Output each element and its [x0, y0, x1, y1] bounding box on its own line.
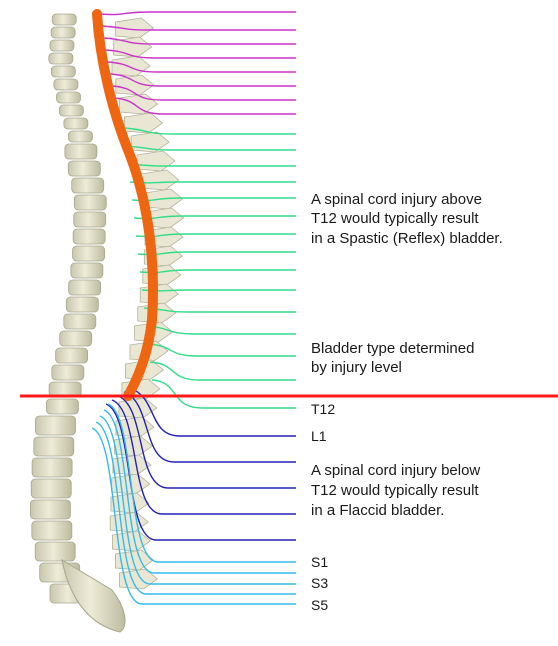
- thoracic-nerve-3: [130, 182, 296, 183]
- level-label-s3: S3: [311, 575, 328, 591]
- vertebra-29: [31, 479, 71, 498]
- vertebra-32: [35, 542, 75, 561]
- thoracic-nerve-13: [150, 362, 296, 380]
- level-label-s1: S1: [311, 554, 328, 570]
- vertebra-28: [32, 458, 72, 477]
- annotation-middle-line-2: by injury level: [311, 359, 402, 377]
- vertebra-11: [68, 161, 100, 176]
- annotation-below-line-2: T12 would typically result: [311, 482, 479, 500]
- vertebra-26: [35, 416, 75, 435]
- vertebra-3: [49, 53, 73, 64]
- vertebra-30: [30, 500, 70, 519]
- spinous-process-5: [124, 113, 162, 133]
- vertebra-4: [51, 66, 75, 77]
- vertebra-15: [73, 229, 105, 244]
- vertebra-5: [54, 79, 78, 90]
- spinous-process-7: [137, 151, 175, 171]
- vertebra-20: [64, 314, 96, 329]
- vertebra-2: [50, 40, 74, 51]
- vertebra-16: [73, 246, 105, 261]
- spinous-process-4: [120, 94, 158, 114]
- vertebra-9: [68, 131, 92, 142]
- vertebra-27: [34, 437, 74, 456]
- thoracic-nerve-12: [148, 344, 296, 356]
- vertebra-10: [65, 144, 97, 159]
- vertebra-17: [71, 263, 103, 278]
- annotation-above-line-3: in a Spastic (Reflex) bladder.: [311, 230, 503, 248]
- cervical-nerve-0: [100, 12, 296, 15]
- vertebra-19: [66, 297, 98, 312]
- vertebra-8: [64, 118, 88, 129]
- vertebra-23: [52, 365, 84, 380]
- vertebra-14: [74, 212, 106, 227]
- vertebra-6: [57, 92, 81, 103]
- vertebra-22: [56, 348, 88, 363]
- vertebra-13: [74, 195, 106, 210]
- spinous-process-8: [141, 170, 179, 190]
- vertebra-12: [72, 178, 104, 193]
- level-label-t12: T12: [311, 401, 335, 417]
- annotation-above-line-2: T12 would typically result: [311, 210, 479, 228]
- vertebra-25: [46, 399, 78, 414]
- annotation-above-line-1: A spinal cord injury above: [311, 191, 482, 209]
- vertebra-1: [51, 27, 75, 38]
- thoracic-nerve-14: [152, 380, 296, 408]
- annotation-below-line-3: in a Flaccid bladder.: [311, 502, 444, 520]
- vertebra-0: [52, 14, 76, 25]
- spinous-process-2: [112, 56, 150, 76]
- level-label-s5: S5: [311, 597, 328, 613]
- annotation-middle-line-1: Bladder type determined: [311, 340, 474, 358]
- level-label-l1: L1: [311, 428, 327, 444]
- annotation-below-line-1: A spinal cord injury below: [311, 462, 480, 480]
- vertebra-21: [60, 331, 92, 346]
- vertebra-18: [69, 280, 101, 295]
- vertebra-7: [59, 105, 83, 116]
- vertebra-31: [32, 521, 72, 540]
- thoracic-nerve-9: [142, 290, 296, 291]
- spinous-process-14: [140, 284, 178, 304]
